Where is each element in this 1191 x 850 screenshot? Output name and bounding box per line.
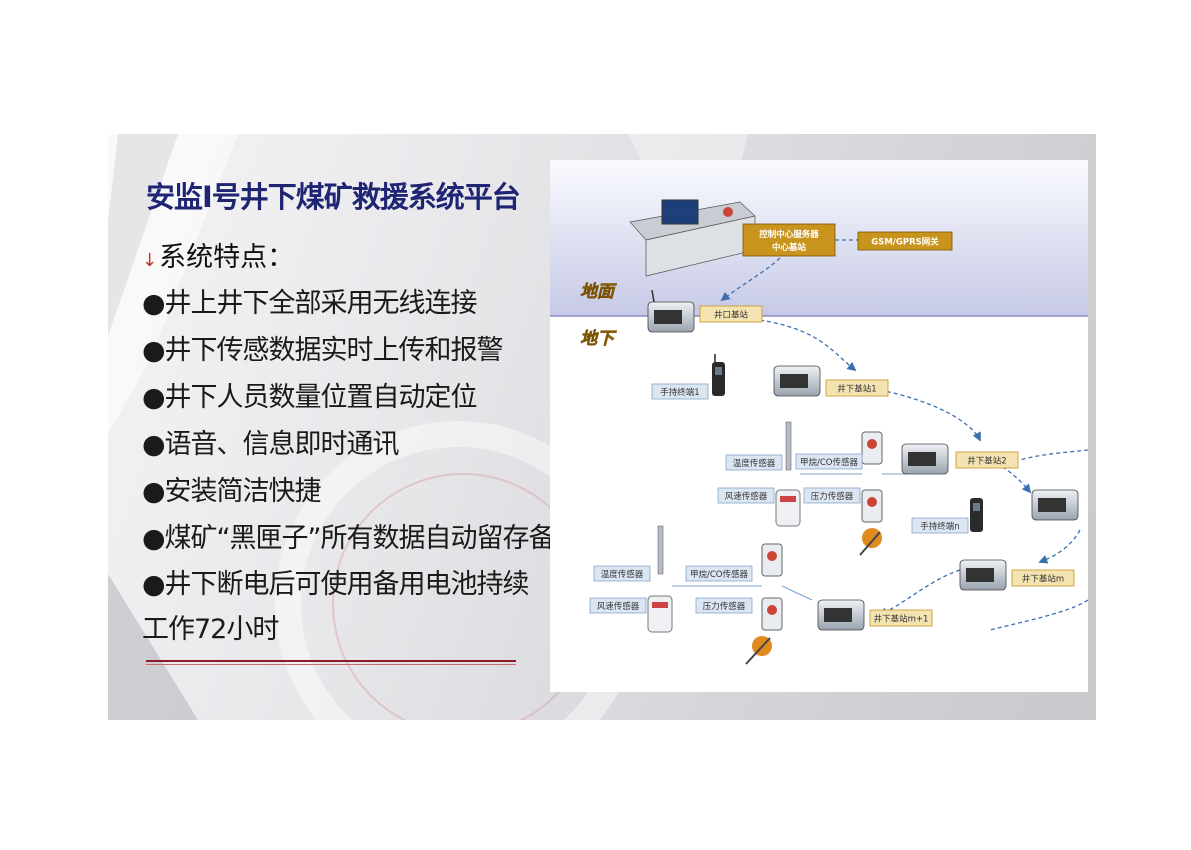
feature-item: ●安装简洁快捷: [142, 476, 322, 507]
sensor-label: 压力传感器: [811, 491, 854, 502]
underground-label: 地下: [580, 329, 617, 349]
methane-co-sensor-icon: [861, 431, 883, 465]
divider-line: [146, 660, 516, 662]
station-label: 井下基站2: [967, 456, 1006, 467]
base-station-icon: [817, 599, 865, 631]
feature-item: ●煤矿“黑匣子”所有数据自动留存备案: [142, 523, 582, 554]
sensor-label: 温度传感器: [601, 569, 644, 580]
sensor-box-temperature-2: 温度传感器: [593, 565, 651, 582]
pressure-sensor-icon: [859, 489, 883, 556]
sensor-box-pressure-1: 压力传感器: [803, 487, 861, 504]
handheld-box-n: 手持终端n: [911, 517, 969, 534]
station-box-m-plus-1: 井下基站m+1: [869, 609, 933, 627]
base-station-icon: [901, 443, 949, 475]
network-diagram: 地面 地下 控制中心服务器 中心基站 GSM/GPRS网关: [550, 160, 1088, 692]
wind-speed-sensor-icon: [647, 595, 673, 633]
feature-item: ●井上井下全部采用无线连接: [142, 288, 478, 319]
sensor-label: 温度传感器: [733, 458, 776, 469]
surface-label: 地面: [580, 282, 617, 302]
feature-item: ●井下断电后可使用备用电池持续工作72小时: [142, 569, 530, 645]
station-label: 井口基站: [714, 310, 749, 321]
wind-speed-sensor-icon: [775, 489, 801, 527]
feature-item: ●井下传感数据实时上传和报警: [142, 335, 504, 366]
control-console-icon: [629, 199, 756, 277]
control-server-label: 控制中心服务器: [759, 229, 819, 240]
temperature-sensor-probe-icon: [657, 525, 664, 575]
gsm-gateway-box: GSM/GPRS网关: [857, 231, 953, 251]
station-box-2: 井下基站2: [955, 451, 1019, 469]
center-station-label: 中心基站: [772, 242, 807, 253]
arrow-icon: ↓: [142, 250, 158, 271]
sensor-label: 甲烷/CO传感器: [690, 569, 748, 580]
divider-line-secondary: [146, 664, 516, 665]
handheld-label: 手持终端1: [660, 387, 699, 398]
sensor-box-methane-2: 甲烷/CO传感器: [685, 565, 753, 582]
sensor-box-methane-1: 甲烷/CO传感器: [795, 453, 863, 470]
control-server-box: 控制中心服务器 中心基站: [742, 223, 836, 257]
base-station-icon: [773, 365, 821, 397]
slide-title: 安监Ⅰ号井下煤矿救援系统平台: [146, 180, 521, 214]
features-heading-text: 系统特点：: [159, 242, 295, 273]
methane-co-sensor-icon: [761, 543, 783, 577]
base-station-icon: [647, 289, 695, 333]
gateway-label: GSM/GPRS网关: [871, 237, 939, 248]
sensor-label: 风速传感器: [597, 601, 640, 612]
slide: 安监Ⅰ号井下煤矿救援系统平台 ↓系统特点： ●井上井下全部采用无线连接 ●井下传…: [108, 134, 1096, 720]
station-box-m: 井下基站m: [1011, 569, 1075, 587]
sensor-label: 压力传感器: [703, 601, 746, 612]
station-box-wellhead: 井口基站: [699, 305, 763, 323]
station-label: 井下基站m: [1022, 574, 1064, 585]
sensor-box-wind-1: 风速传感器: [717, 487, 775, 504]
pressure-sensor-icon: [745, 597, 783, 665]
station-label: 井下基站m+1: [874, 614, 929, 625]
handheld-label: 手持终端n: [920, 521, 959, 532]
feature-item: ●井下人员数量位置自动定位: [142, 382, 478, 413]
feature-item: ●语音、信息即时通讯: [142, 429, 400, 460]
sensor-box-pressure-2: 压力传感器: [695, 597, 753, 614]
sensor-box-temperature-1: 温度传感器: [725, 454, 783, 471]
feature-list: ●井上井下全部采用无线连接 ●井下传感数据实时上传和报警 ●井下人员数量位置自动…: [142, 280, 582, 652]
handheld-terminal-icon: [970, 498, 983, 532]
sensor-label: 风速传感器: [725, 491, 768, 502]
base-station-icon: [1031, 489, 1079, 521]
handheld-box-1: 手持终端1: [651, 383, 709, 400]
temperature-sensor-probe-icon: [785, 421, 792, 471]
station-label: 井下基站1: [837, 384, 876, 395]
sensor-label: 甲烷/CO传感器: [800, 457, 858, 468]
base-station-icon: [959, 559, 1007, 591]
station-box-1: 井下基站1: [825, 379, 889, 397]
features-heading: ↓系统特点：: [142, 235, 294, 274]
handheld-terminal-icon: [712, 354, 725, 396]
sensor-box-wind-2: 风速传感器: [589, 597, 647, 614]
